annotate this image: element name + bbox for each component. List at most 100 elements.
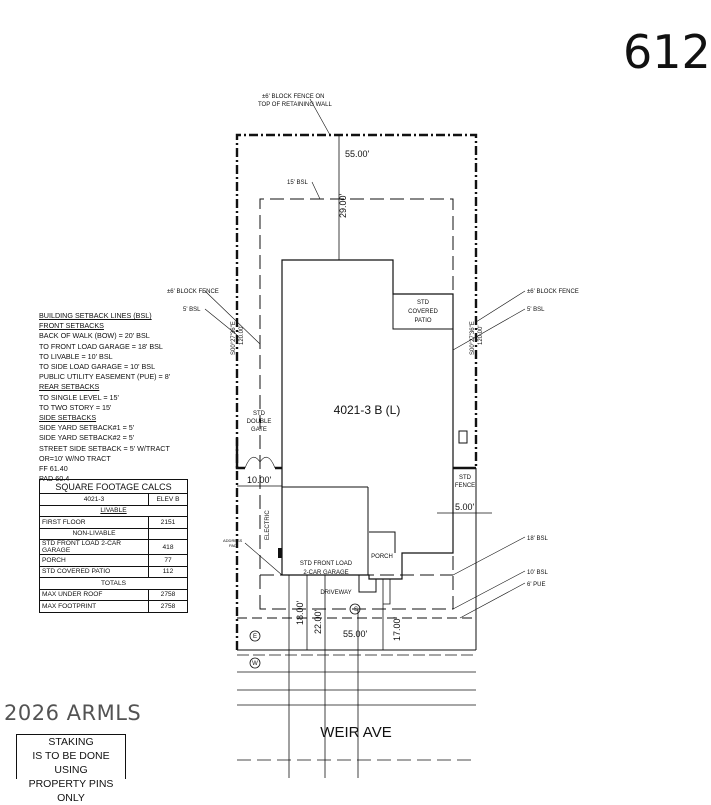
staking-note: STAKING IS TO BE DONE USING PROPERTY PIN…	[16, 734, 126, 804]
section-non-livable: NON-LIVABLE	[39, 527, 149, 540]
electric-label: ELECTRIC	[265, 510, 271, 540]
left-side-fence	[235, 438, 282, 470]
equipment-icon	[458, 430, 468, 444]
setback-note-line: TO SIDE LOAD GARAGE = 10' BSL	[39, 362, 156, 372]
double-gate	[244, 456, 276, 469]
watermark: 2026 ARMLS	[4, 701, 142, 725]
front-width-dim: 55.00'	[343, 629, 368, 639]
std-fence-label: STD	[459, 475, 472, 481]
left-fence-label: ±6' BLOCK FENCE	[167, 289, 219, 295]
std-fence-label-2: FENCE	[455, 483, 475, 489]
setback-note-line: BUILDING SETBACK LINES (BSL)	[39, 311, 152, 320]
gate-label: STD	[253, 411, 266, 417]
leader-line	[204, 308, 238, 336]
row-value: 77	[148, 554, 188, 567]
rear-setback-dim: 29.00'	[338, 193, 348, 218]
address-pad-label-2: PAD	[229, 543, 237, 548]
row-value: 112	[148, 565, 188, 578]
setback-note-line: PAD 60.4	[39, 474, 70, 484]
setback-note-line: OR=10' W/NO TRACT	[39, 453, 111, 463]
porch-outline	[369, 531, 396, 553]
bsl-18-label: 18' BSL	[527, 536, 548, 542]
setback-note-line: BACK OF WALK (BOW) = 20' BSL	[39, 331, 150, 341]
row-label: PORCH	[39, 554, 149, 567]
right-fence-label: ±6' BLOCK FENCE	[527, 289, 579, 295]
row-label: FIRST FLOOR	[39, 516, 149, 529]
rear-fence-label-2: TOP OF RETAINING WALL	[258, 102, 332, 108]
staking-line-3: PROPERTY PINS ONLY	[28, 778, 114, 804]
bsl-10-label: 10' BSL	[527, 570, 548, 576]
leader-line	[475, 290, 526, 323]
staking-line-2: IS TO BE DONE USING	[32, 750, 110, 776]
rear-width-dim: 55.00'	[345, 149, 370, 159]
empty-cell	[148, 527, 188, 540]
garage-label-2: 2-CAR GARAGE	[303, 570, 348, 576]
left-side-dim: 10.00'	[247, 475, 272, 485]
setback-note-line: SIDE YARD SETBACK#2 = 5'	[39, 433, 135, 443]
setback-note-line: TO FRONT LOAD GARAGE = 18' BSL	[39, 341, 163, 351]
porch-label: PORCH	[371, 554, 393, 560]
porch-17-dim: 17.00'	[392, 616, 402, 641]
patio-label: STD	[417, 300, 430, 306]
left-bsl-label: 5' BSL	[183, 307, 201, 313]
table-header-plan: 4021-3	[39, 493, 149, 506]
right-bearing: S00°27'36"E	[470, 321, 476, 355]
setback-note-line: TO LIVABLE = 10' BSL	[39, 351, 113, 361]
rear-fence-label: ±6' BLOCK FENCE ON	[262, 94, 324, 100]
setback-note-line: FRONT SETBACKS	[39, 321, 104, 331]
setback-note-line: TO SINGLE LEVEL = 15'	[39, 392, 119, 402]
marker-e	[249, 630, 261, 642]
setback-note-line: TO TWO STORY = 15'	[39, 402, 112, 412]
setback-note-line: FF 61.40	[39, 464, 68, 474]
lot-number: 612	[623, 25, 711, 79]
driveway-label: DRIVEWAY	[320, 590, 351, 596]
driveway-18-dim: 18.00'	[295, 600, 305, 625]
site-plan-drawing: ±6' BLOCK FENCE ON TOP OF RETAINING WALL…	[167, 94, 579, 778]
leader-line	[452, 308, 526, 351]
covered-patio	[392, 293, 454, 330]
row-value: 418	[148, 539, 188, 555]
section-livable: LIVABLE	[39, 504, 188, 517]
rear-bsl-label: 15' BSL	[287, 180, 308, 186]
table-title: SQUARE FOOTAGE CALCS	[39, 479, 188, 494]
row-value: 2758	[148, 600, 188, 613]
row-label: STD COVERED PATIO	[39, 565, 149, 578]
row-label: MAX UNDER ROOF	[39, 588, 149, 601]
marker-w-label: W	[252, 661, 258, 667]
walkway	[358, 575, 377, 593]
leader-line	[452, 570, 526, 610]
staking-line-1: STAKING	[48, 736, 94, 748]
street-name: WEIR AVE	[320, 724, 391, 741]
right-bsl-label: 5' BSL	[527, 307, 545, 313]
table-header-elev: ELEV B	[148, 493, 188, 506]
leader-line	[452, 536, 526, 576]
setback-note-line: STREET SIDE SETBACK = 5' W/TRACT	[39, 443, 170, 453]
electric-meter-icon	[278, 548, 282, 558]
leader-line	[459, 582, 526, 619]
right-side-dim: 5.00'	[455, 502, 475, 512]
marker-e-label: E	[253, 634, 257, 640]
patio-label-2: COVERED	[408, 309, 438, 315]
left-depth-dim: 120.00'	[239, 326, 245, 346]
left-bearing: S00°27'36"E	[231, 321, 237, 355]
row-label: STD FRONT LOAD 2-CAR GARAGE	[39, 539, 149, 555]
gate-label-2: DOUBLE	[247, 419, 272, 425]
setback-note-line: SIDE YARD SETBACK#1 = 5'	[39, 423, 135, 433]
building-setback-line	[259, 198, 454, 610]
marker-w	[249, 657, 261, 669]
setback-note-line: SIDE SETBACKS	[39, 413, 97, 423]
walkway-edge	[383, 579, 391, 605]
driveway-22-dim: 22.00'	[313, 609, 323, 634]
leader-line	[244, 542, 283, 576]
pue-label: 6' PUE	[527, 582, 546, 588]
lot-boundary	[235, 133, 478, 650]
plan-label: 4021-3 B (L)	[334, 403, 401, 417]
row-label: MAX FOOTPRINT	[39, 600, 149, 613]
